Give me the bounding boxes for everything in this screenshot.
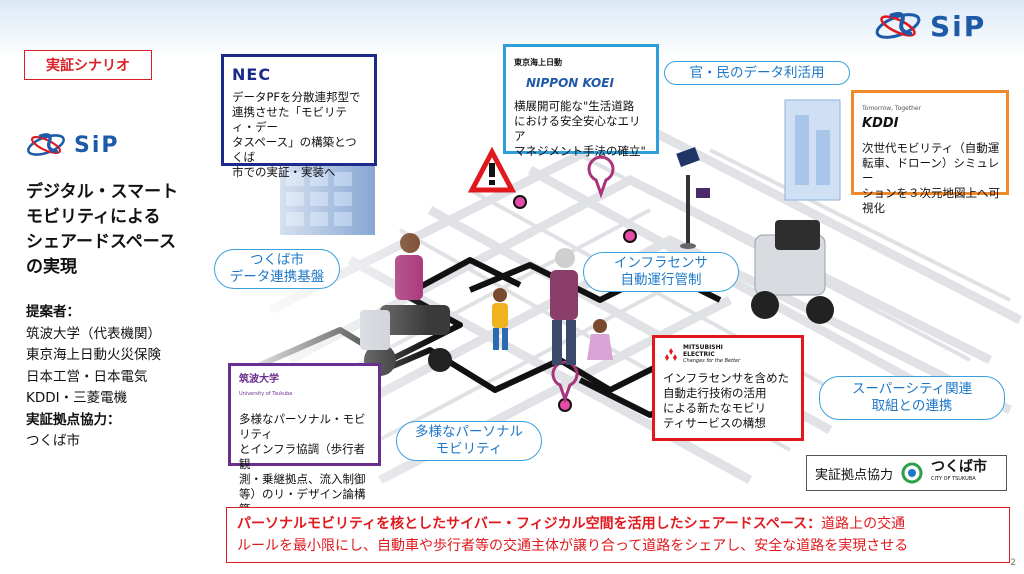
koei-text-line: マネジメント手法の確立" [514,144,646,158]
kddi-text-line: 視化 [862,201,885,215]
tsukuba-univ-box: 筑波大学 University of Tsukuba 多様なパーソナル・モビリテ… [228,363,381,516]
mitsubishi-logo-line2: ELECTRIC [683,351,715,358]
site-label: 実証拠点協力： [26,411,121,428]
pill-text: 自動運行管制 [620,272,702,288]
site-cooperation-box: 実証拠点協力 つくば市 CITY OF TSUKUBA [806,455,1007,491]
pill-text: つくば市 [250,252,304,268]
title-line: の実現 [26,257,77,277]
mitsubishi-box: MITSUBISHI ELECTRIC Changes for the Bett… [652,335,804,441]
tsukuba-city-logo: つくば市 CITY OF TSUKUBA [931,459,988,485]
tsukuba-city-name-en: CITY OF TSUKUBA [931,476,976,482]
banner-text2: ルールを最小限にし、自動車や歩行者等の交通主体が譲り合って道路をシェアし、安全な… [237,538,909,554]
tsukuba-text-line: 測・乗継拠点、流入制御 [239,472,366,486]
main-title: デジタル・スマート モビリティによる シェアードスペース の実現 [26,180,226,280]
title-line: モビリティによる [26,207,161,227]
nec-text-line: 連携させた「モビリティ・デー [232,105,347,134]
nec-text-line: データPFを分散連邦型で [232,90,361,104]
koei-box: 東京海上日動 NIPPON KOEI 横展開可能な"生活道路 における安全安心な… [503,44,659,158]
tsukuba-text-line: 多様なパーソナル・モビリティ [239,412,366,441]
proposer-item: 東京海上日動火災保険 [26,347,161,363]
tokio-marine-logo: 東京海上日動 [514,58,562,67]
mitsubishi-text-line: 自動走行技術の活用 [663,386,767,400]
kddi-logo: KDDI [862,116,899,131]
mitsubishi-logo-line1: MITSUBISHI [683,344,723,351]
nec-text-line: 市での実証・実装へ [232,165,336,179]
site-name: つくば市 [26,433,80,449]
pill-text: 官・民のデータ利活用 [689,64,825,81]
mitsubishi-text-line: ティサービスの構想 [663,416,766,430]
data-use-pill: 官・民のデータ利活用 [664,61,850,85]
proposer-item: 筑波大学（代表機関） [26,325,161,342]
site-box-label: 実証拠点協力 [815,467,894,483]
pill-text: インフラセンサ [613,255,709,271]
mitsubishi-logo: MITSUBISHI ELECTRIC Changes for the Bett… [663,344,795,365]
nippon-koei-logo: NIPPON KOEI [526,76,614,90]
title-line: デジタル・スマート [26,182,179,202]
proposer-list: 提案者： 筑波大学（代表機関） 東京海上日動火災保険 日本工営・日本電気 KDD… [26,302,226,453]
tsukuba-univ-logo: 筑波大学 [239,374,279,385]
nec-box: NEC データPFを分散連邦型で 連携させた「モビリティ・デー タスペース」の構… [221,54,377,179]
tsukuba-city-name: つくば市 [931,459,988,475]
page-number: 2 [1010,558,1016,568]
tsukuba-city-emblem-icon [901,462,923,484]
proposer-item: KDDI・三菱電機 [26,390,128,406]
summary-banner: パーソナルモビリティを核としたサイバー・フィジカル空間を活用したシェアードスペー… [226,507,1010,563]
kddi-text-line: 次世代モビリティ（自動運 [862,141,1000,155]
sip-swirl-icon [27,133,65,156]
infra-sensor-pill: インフラセンサ 自動運行管制 [583,252,739,292]
pill-text: データ連携基盤 [229,269,325,285]
nec-text-line: タスペース」の構築とつくば [232,135,357,164]
proposer-item: 日本工営・日本電気 [26,368,148,385]
kddi-text-line: ションを３次元地図上へ可 [862,186,1000,200]
nec-logo: NEC [232,65,272,84]
title-line: シェアードスペース [26,232,176,252]
super-city-pill: スーパーシティ関連 取組との連携 [819,376,1005,420]
mitsubishi-diamonds-icon [665,347,677,361]
pill-text: モビリティ [435,441,503,457]
personal-mobility-pill: 多様なパーソナル モビリティ [396,421,542,461]
mitsubishi-text-line: インフラセンサを含めた [663,371,790,385]
proposer-label: 提案者： [26,304,80,320]
tsukuba-univ-logo-sub: University of Tsukuba [239,391,293,397]
pill-text: 取組との連携 [871,398,953,414]
tsukuba-platform-pill: つくば市 データ連携基盤 [214,249,340,289]
sip-logo-left: SiP [24,128,120,162]
banner-emphasis: パーソナルモビリティを核としたサイバー・フィジカル空間を活用したシェアードスペー… [237,516,822,532]
sip-swirl-icon [875,12,921,39]
pill-text: スーパーシティ関連 [851,381,973,397]
banner-text1: 道路上の交通 [821,516,906,532]
koei-text-line: における安全安心なエリア [514,114,641,143]
mitsubishi-slogan: Changes for the Better [683,358,741,364]
sip-logo-text: SiP [74,132,120,158]
kddi-text-line: 転車、ドローン）シミュレー [862,156,1000,185]
koei-text-line: 横展開可能な"生活道路 [514,99,635,113]
sip-logo-header: SiP [872,6,986,46]
scenario-tag: 実証シナリオ [24,50,152,80]
pill-text: 多様なパーソナル [415,424,523,440]
kddi-tagline: Tomorrow, Together [862,105,922,112]
mitsubishi-text-line: による新たなモビリ [663,401,767,415]
sip-logo-text: SiP [930,9,987,43]
kddi-box: Tomorrow, Together KDDI 次世代モビリティ（自動運 転車、… [851,90,1009,215]
tsukuba-text-line: とインフラ協調（歩行者観 [239,442,366,471]
